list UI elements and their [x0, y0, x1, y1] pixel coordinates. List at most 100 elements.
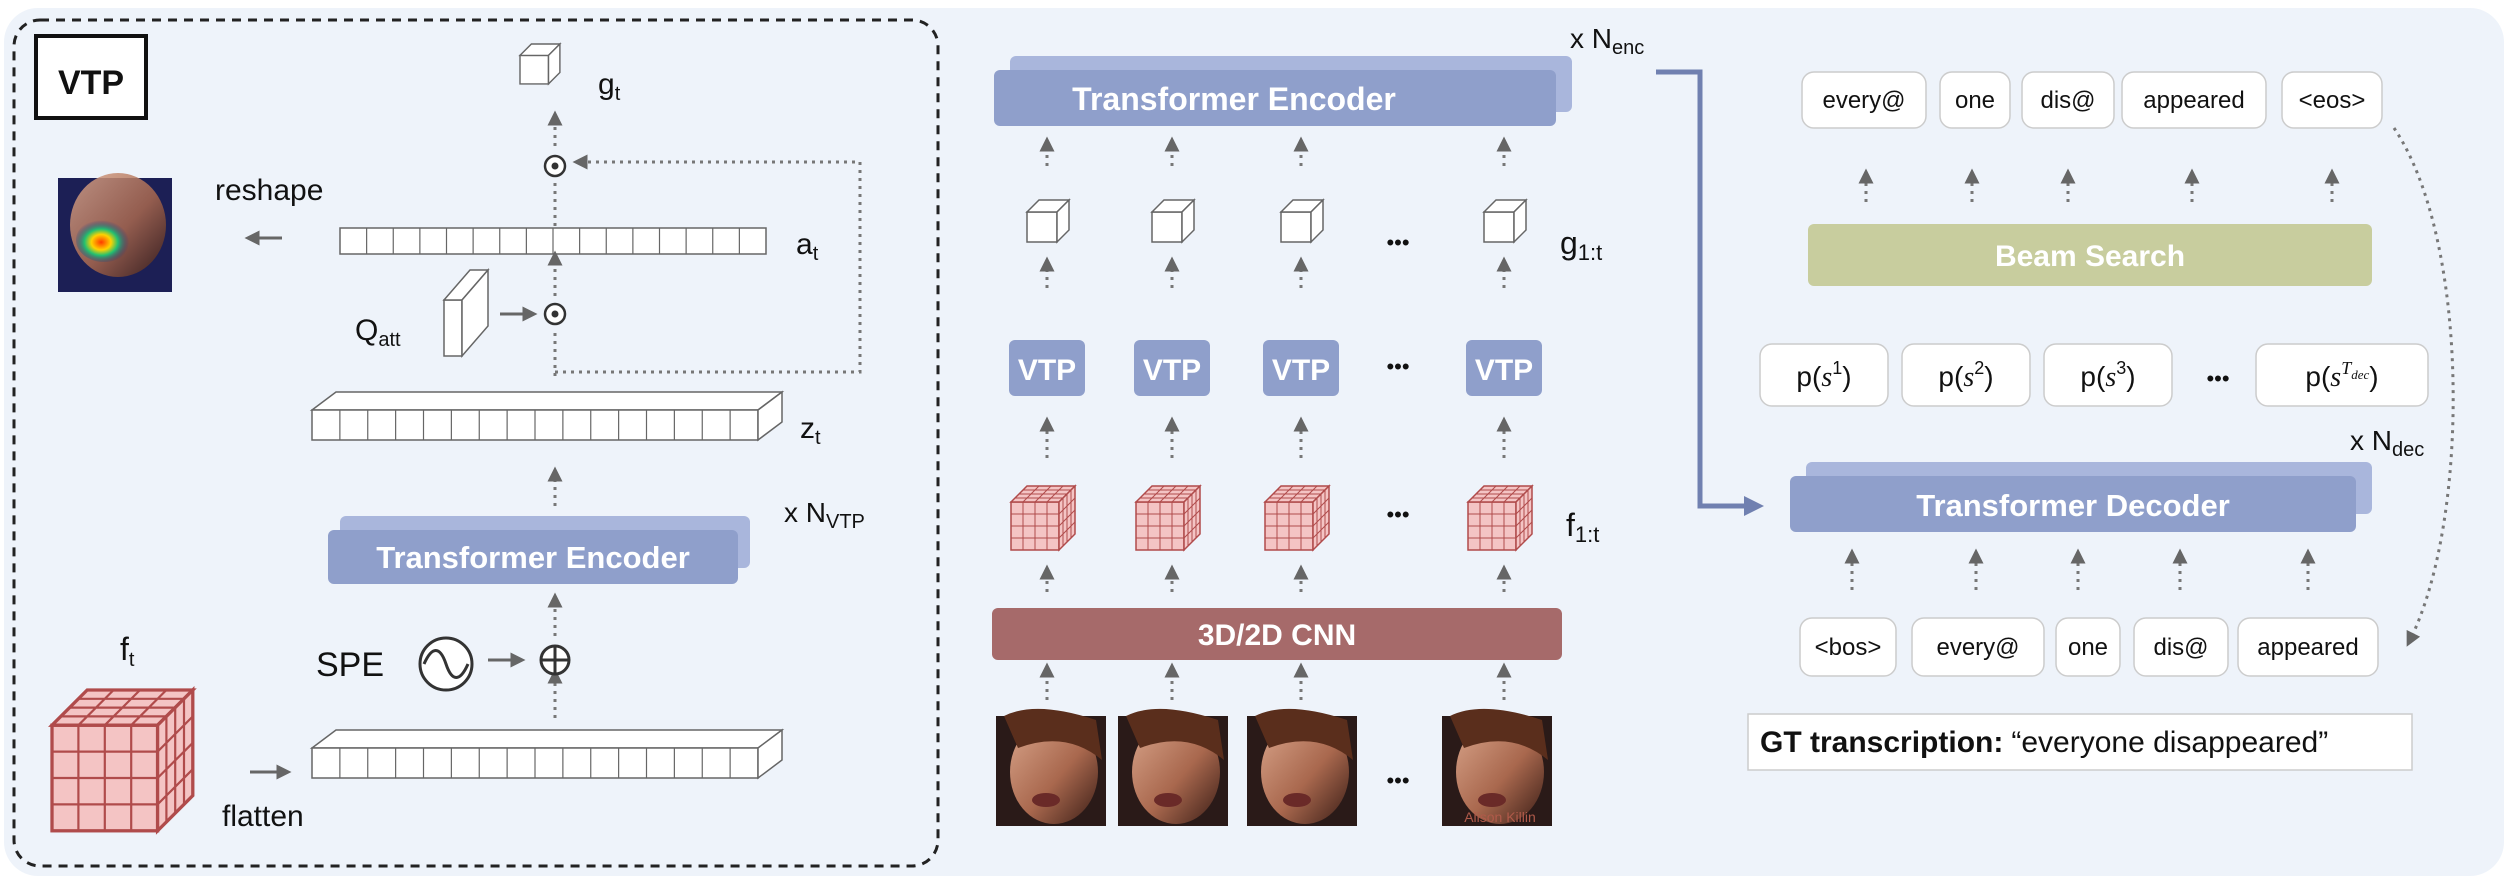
- decoder-repeat-label: x Ndec: [2350, 425, 2424, 461]
- f-seq-label: f1:t: [1566, 507, 1599, 547]
- vtp-repeat-label: x NVTP: [784, 497, 865, 533]
- f-feature-cube-icon: [1264, 485, 1330, 551]
- ft-label: ft: [120, 631, 135, 671]
- svg-text:one: one: [2068, 634, 2108, 661]
- ft-feature-cube-icon: [50, 688, 195, 833]
- probability-box: p(s1): [1759, 343, 1889, 407]
- flattened-token-row: [309, 728, 785, 780]
- middle-column: VTP Alison Killin: [1442, 136, 1552, 826]
- gt-transcription: GT transcription:“everyone disappeared”: [1760, 726, 2328, 759]
- probability-box: p(sTdec): [2255, 343, 2429, 407]
- beam-search-label: Beam Search: [1995, 240, 2185, 273]
- attention-map-row: [339, 227, 767, 255]
- output-token: appeared: [2121, 71, 2267, 129]
- vtp-title: VTP: [58, 64, 124, 102]
- middle-repeat-label: x Nenc: [1570, 23, 1644, 59]
- svg-text:dis@: dis@: [2153, 634, 2208, 661]
- cnn-label: 3D/2D CNN: [1198, 619, 1356, 652]
- f-feature-cube-icon: [1010, 485, 1076, 551]
- f-feature-cube-icon: [1467, 485, 1533, 551]
- svg-text:appeared: appeared: [2143, 87, 2244, 114]
- middle-encoder-block: [994, 70, 1556, 126]
- middle-ellipsis-vtp: •••: [1386, 354, 1409, 379]
- decoder-block: [1790, 476, 2356, 532]
- svg-text:p(s2): p(s2): [1938, 358, 1993, 393]
- vtp-block: [1263, 340, 1339, 396]
- g-vector-icon: [1280, 199, 1324, 243]
- g-seq-label: g1:t: [1560, 225, 1602, 265]
- svg-text:one: one: [1955, 87, 1995, 114]
- svg-text:<bos>: <bos>: [1815, 634, 1882, 661]
- output-token-row: every@ one dis@ appeared <eos>: [1801, 71, 2383, 129]
- video-frame-image: Alison Killin: [1442, 708, 1552, 826]
- output-token: every@: [1801, 71, 1927, 129]
- g-vector-icon: [1026, 199, 1070, 243]
- reshape-label: reshape: [215, 174, 323, 207]
- middle-column: VTP: [996, 136, 1106, 826]
- svg-text:p(s1): p(s1): [1796, 358, 1851, 393]
- zt-label: zt: [800, 412, 821, 449]
- video-frame-image: [1118, 708, 1228, 826]
- svg-text:<eos>: <eos>: [2299, 87, 2366, 114]
- svg-text:dis@: dis@: [2040, 87, 2095, 114]
- svg-text:every@: every@: [1822, 87, 1905, 114]
- prob-ellipsis: •••: [2206, 366, 2229, 391]
- q-att-label: Qatt: [355, 314, 401, 351]
- feedback-dotted-path: [555, 154, 862, 374]
- svg-text:p(sTdec): p(sTdec): [2305, 358, 2378, 393]
- vtp-block: [1134, 340, 1210, 396]
- probability-box: p(s2): [1901, 343, 2031, 407]
- middle-encoder-label: Transformer Encoder: [1072, 81, 1396, 117]
- g-vector-icon: [1483, 199, 1527, 243]
- decoder-label: Transformer Decoder: [1916, 488, 2230, 523]
- input-token: <bos>: [1799, 617, 1897, 677]
- vtp-title-box: [34, 34, 148, 120]
- input-token: every@: [1911, 617, 2045, 677]
- spe-label: SPE: [316, 646, 384, 684]
- z-token-row: [309, 390, 785, 442]
- middle-column: VTP: [1247, 136, 1357, 826]
- middle-ellipsis-frames: •••: [1386, 768, 1409, 793]
- output-token: dis@: [2021, 71, 2115, 129]
- input-arrows: [1844, 548, 2316, 590]
- cnn-block: [992, 608, 1562, 660]
- input-token: appeared: [2237, 617, 2379, 677]
- flatten-label: flatten: [222, 800, 304, 833]
- middle-columns: VTP VTP VTP VTP Alison Killin: [996, 136, 1552, 826]
- attention-heatmap-image: [58, 173, 172, 292]
- input-token: one: [2055, 617, 2121, 677]
- q-att-vector-icon: [442, 267, 490, 359]
- vtp-block-label: VTP: [1272, 354, 1330, 387]
- output-token: <eos>: [2281, 71, 2383, 129]
- middle-column: VTP: [1118, 136, 1228, 826]
- gt-transcription-box: [1747, 713, 2413, 771]
- encoder-to-decoder-connector: [1656, 69, 1764, 516]
- gt-label: gt: [598, 68, 621, 105]
- gt-vector-icon: [519, 43, 561, 85]
- input-token: dis@: [2133, 617, 2229, 677]
- f-feature-cube-icon: [1135, 485, 1201, 551]
- output-token: one: [1939, 71, 2011, 129]
- middle-ellipsis-f: •••: [1386, 502, 1409, 527]
- video-frame-image: [996, 708, 1106, 826]
- vtp-block-label: VTP: [1018, 354, 1076, 387]
- autoregressive-feedback-arrow: [2392, 127, 2455, 647]
- add-operator-icon: [539, 644, 571, 676]
- middle-ellipsis-g: •••: [1386, 230, 1409, 255]
- vtp-block-label: VTP: [1143, 354, 1201, 387]
- vtp-encoder-block: [328, 530, 738, 584]
- probability-row: p(s1) p(s2) p(s3) p(sTdec): [1759, 343, 2429, 407]
- sine-wave-icon: [418, 636, 474, 692]
- frame-watermark: Alison Killin: [1464, 809, 1536, 825]
- input-token-row: <bos> every@ one dis@ appeared: [1799, 617, 2379, 677]
- probability-box: p(s3): [2043, 343, 2173, 407]
- svg-text:appeared: appeared: [2257, 634, 2358, 661]
- vtp-block: [1009, 340, 1085, 396]
- vtp-block-label: VTP: [1475, 354, 1533, 387]
- vtp-block: [1466, 340, 1542, 396]
- vtp-encoder-label: Transformer Encoder: [376, 540, 690, 575]
- at-label: at: [796, 228, 819, 265]
- beam-search-block: [1808, 224, 2372, 286]
- video-frame-image: [1247, 708, 1357, 826]
